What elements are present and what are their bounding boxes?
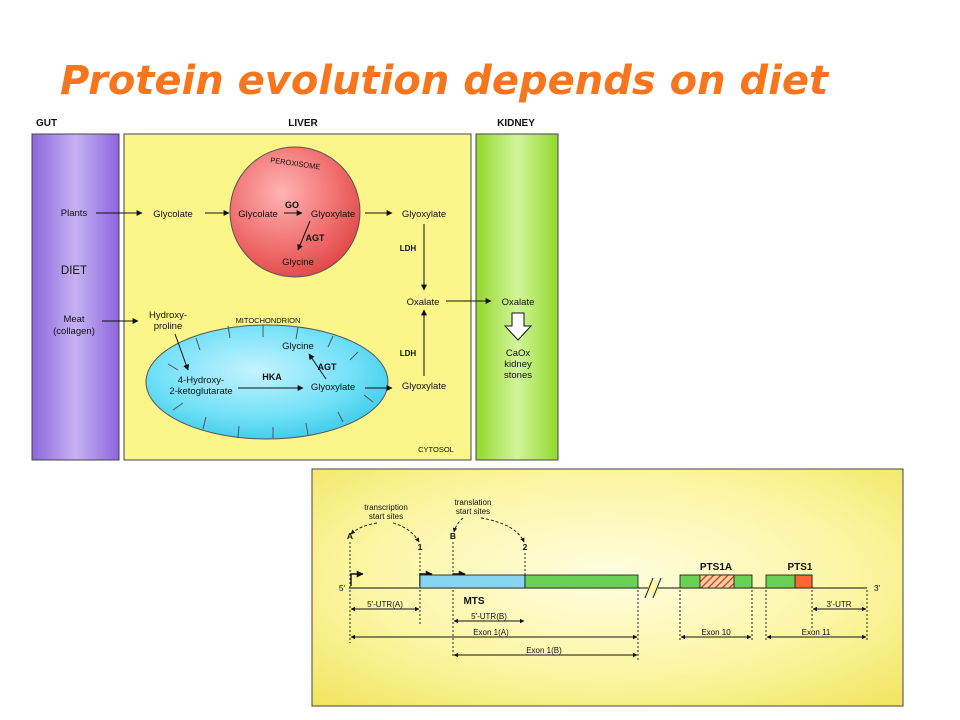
caox-label: CaOx [506, 348, 531, 359]
gene-break-marks [644, 577, 662, 599]
exon-11-label: Exon 11 [802, 628, 831, 637]
exon-1b-label: Exon 1(B) [526, 646, 562, 655]
hka-enzyme-label: HKA [262, 372, 282, 382]
hydroxyketoglutarate-label-1: 4-Hydroxy- [178, 375, 224, 386]
transcription-start-sites-label: start sites [369, 512, 403, 521]
transcription-label: transcription [364, 503, 408, 512]
site-1-label: 1 [418, 542, 423, 552]
plants-label: Plants [61, 208, 88, 219]
utr-3-label: 3'-UTR [826, 600, 851, 609]
cristae [167, 325, 374, 439]
kidney-label: kidney [504, 359, 532, 370]
peroxisome [229, 146, 361, 278]
pathway-arrows [96, 210, 492, 391]
exon-1a-label: Exon 1(A) [473, 628, 509, 637]
agt-peroxisome-label: AGT [306, 233, 326, 243]
kidney-header: KIDNEY [497, 118, 535, 129]
exon-1-coding [524, 574, 639, 589]
exon-10-label: Exon 10 [701, 628, 731, 637]
pts1-label: PTS1 [787, 562, 812, 573]
glyoxylate-peroxisome: Glyoxylate [311, 209, 355, 220]
diet-label: DIET [61, 265, 87, 277]
oxalate-pathway-diagram: GUT LIVER KIDNEY PEROXISOME MITOCHONDRIO… [31, 118, 559, 461]
boundary-ticks [419, 590, 868, 660]
glyoxylate-mitochondrion: Glyoxylate [311, 382, 355, 393]
oxalate-cytosol: Oxalate [407, 297, 440, 308]
site-2-label: 2 [523, 542, 528, 552]
five-prime-label: 5' [339, 583, 346, 593]
glycolate-cytosol: Glycolate [153, 209, 193, 220]
mitochondrion-label: MITOCHONDRION [236, 316, 301, 325]
liver-header: LIVER [288, 118, 318, 129]
glyoxylate-cytosol-top: Glyoxylate [402, 209, 446, 220]
three-prime-label: 3' [874, 583, 881, 593]
gut-panel [31, 133, 120, 461]
meat-label: Meat [63, 314, 84, 325]
pts1a-label: PTS1A [700, 562, 732, 573]
mitochondrion [145, 324, 389, 440]
hydroxyproline-label-1: Hydroxy- [149, 310, 187, 321]
hydroxyproline-label-2: proline [154, 321, 183, 332]
go-enzyme-label: GO [285, 200, 299, 210]
cytosol-label: CYTOSOL [418, 445, 454, 454]
pts1-region [794, 574, 813, 589]
site-b-label: B [450, 531, 456, 541]
ldh-bottom-label: LDH [400, 349, 417, 358]
stones-label: stones [504, 370, 532, 381]
dimension-arrows [350, 606, 867, 658]
kidney-panel [475, 133, 559, 461]
utr-b-label: 5'-UTR(B) [471, 612, 507, 621]
mts-region [419, 574, 526, 589]
glycine-peroxisome: Glycine [282, 257, 314, 268]
utr-a-label: 5'-UTR(A) [367, 600, 403, 609]
collagen-label: (collagen) [53, 326, 95, 337]
pts1a-region [699, 574, 735, 589]
slide-title: Protein evolution depends on diet [60, 58, 829, 104]
glycine-mitochondrion: Glycine [282, 341, 314, 352]
glycolate-peroxisome: Glycolate [238, 209, 278, 220]
ldh-top-label: LDH [400, 244, 417, 253]
translation-start-sites-label: start sites [456, 507, 490, 516]
hydroxyketoglutarate-label-2: 2-ketoglutarate [169, 386, 232, 397]
site-a-label: A [347, 531, 353, 541]
agt-mitochondrion-label: AGT [318, 362, 338, 372]
translation-label: translation [455, 498, 492, 507]
gene-structure-diagram: transcription start sites translation st… [311, 468, 904, 707]
gut-header: GUT [36, 118, 57, 129]
gene-break-gap [648, 582, 658, 594]
down-arrow-icon [503, 312, 533, 341]
oxalate-kidney: Oxalate [502, 297, 535, 308]
glyoxylate-cytosol-bottom: Glyoxylate [402, 381, 446, 392]
start-site-arrows [350, 517, 525, 543]
mts-label: MTS [463, 596, 484, 607]
